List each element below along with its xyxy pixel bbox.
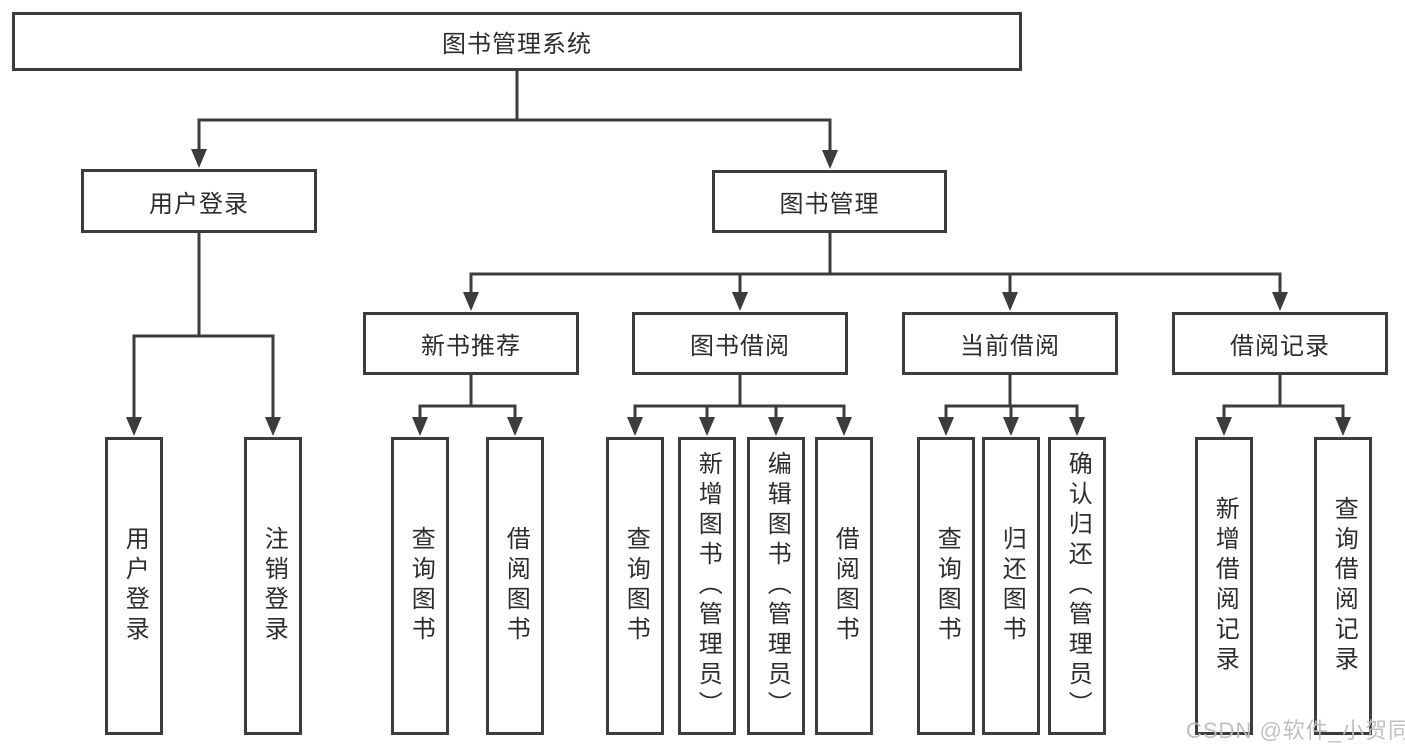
node-book-borrowing: 图书借阅 (632, 312, 848, 375)
leaf-label: 用户登录 (121, 526, 149, 646)
node-user-login-branch: 用户登录 (81, 169, 317, 233)
leaf-label: 查询图书 (622, 526, 650, 646)
node-borrowing-records: 借阅记录 (1172, 312, 1388, 375)
node-query-books-current: 查询图书 (917, 437, 975, 735)
node-confirm-return-admin: 确认归还（管理员） (1048, 437, 1106, 735)
leaf-label: 确认归还（管理员） (1064, 451, 1092, 721)
node-book-management-branch: 图书管理 (712, 170, 947, 233)
connector-lines (132, 70, 1345, 426)
node-logout-leaf: 注销登录 (244, 437, 302, 735)
node-edit-books-admin: 编辑图书（管理员） (747, 437, 805, 735)
node-user-login-leaf: 用户登录 (105, 437, 163, 735)
node-borrow-books-recommend: 借阅图书 (486, 437, 544, 735)
node-add-borrow-record: 新增借阅记录 (1195, 437, 1253, 735)
node-current-borrowing: 当前借阅 (902, 312, 1118, 375)
csdn-watermark: CSDN @软件_小贺同学 (1186, 718, 1405, 743)
leaf-label: 归还图书 (998, 526, 1026, 646)
leaf-label: 查询图书 (407, 526, 435, 646)
leaf-label: 新增图书（管理员） (694, 451, 722, 721)
leaf-label: 查询借阅记录 (1330, 496, 1358, 676)
node-query-books-recommend: 查询图书 (391, 437, 449, 735)
leaf-label: 注销登录 (260, 526, 288, 646)
arrowheads (126, 149, 1351, 436)
node-new-book-recommendation: 新书推荐 (363, 312, 579, 375)
node-query-borrow-record: 查询借阅记录 (1314, 437, 1372, 735)
node-borrow-books-borrowing: 借阅图书 (815, 437, 873, 735)
leaf-label: 查询图书 (933, 526, 961, 646)
node-query-books-borrowing: 查询图书 (606, 437, 664, 735)
leaf-label: 编辑图书（管理员） (763, 451, 791, 721)
leaf-label: 借阅图书 (831, 526, 859, 646)
node-return-books: 归还图书 (982, 437, 1040, 735)
node-library-management-system: 图书管理系统 (12, 12, 1022, 71)
node-add-books-admin: 新增图书（管理员） (678, 437, 736, 735)
leaf-label: 新增借阅记录 (1211, 496, 1239, 676)
leaf-label: 借阅图书 (502, 526, 530, 646)
